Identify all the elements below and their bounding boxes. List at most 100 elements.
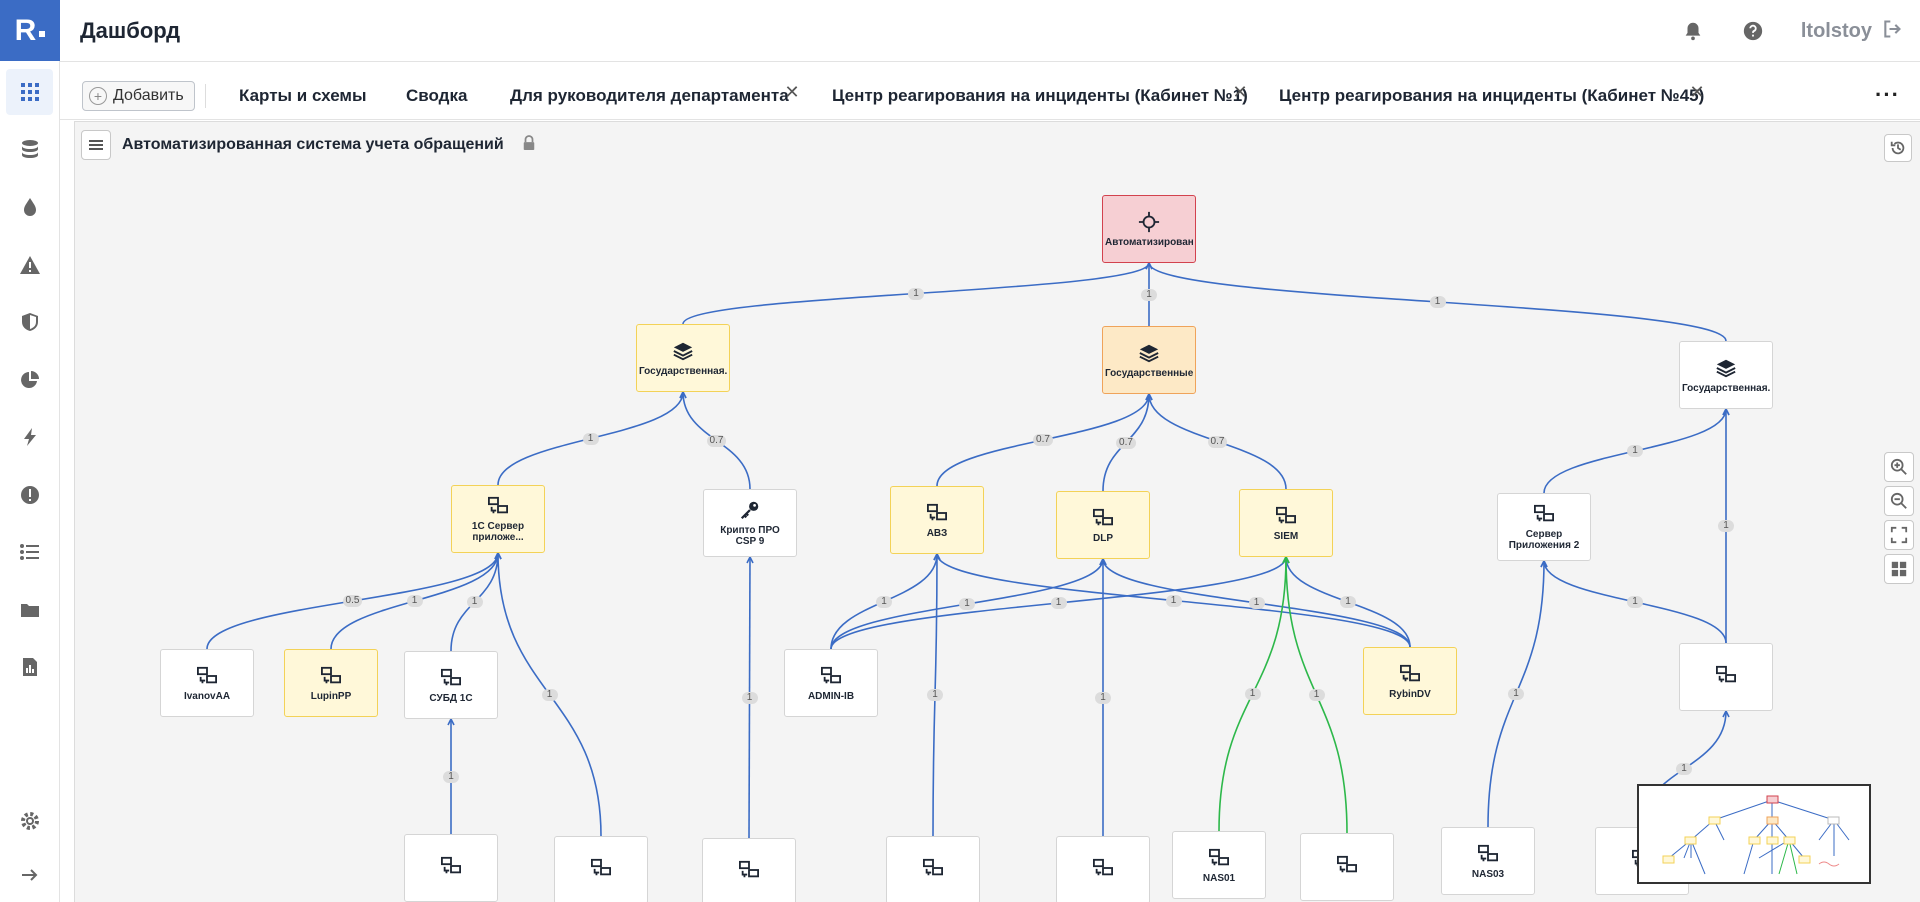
map-node-g3mid[interactable] [1679, 643, 1773, 711]
map-node-b1[interactable] [404, 834, 498, 902]
map-node-app2[interactable]: Сервер Приложения 2 [1497, 493, 1591, 561]
edge-arrow [447, 717, 455, 726]
edge-weight-label: 1 [1248, 597, 1265, 609]
tab-incident-center-1[interactable]: Центр реагирования на инциденты (Кабинет… [832, 86, 1248, 105]
map-node-g3[interactable]: Государственная... [1679, 341, 1773, 409]
layout-button[interactable] [1884, 554, 1914, 584]
map-node-b6[interactable]: NAS01 [1172, 831, 1266, 899]
app-logo[interactable]: R [0, 0, 60, 61]
node-label: Государственные... [1105, 367, 1193, 379]
more-icon[interactable]: ··· [1875, 82, 1900, 107]
tab-department-head[interactable]: Для руководителя департамента [510, 86, 789, 105]
node-label: СУБД 1С [429, 692, 473, 704]
edge-weight-label: 1 [1627, 445, 1643, 457]
node-label: NAS01 [1202, 872, 1236, 884]
list-icon[interactable] [6, 529, 53, 575]
edge-arrow [1099, 557, 1107, 566]
shield-icon[interactable] [6, 299, 53, 345]
map-canvas[interactable]: Автоматизирован... Государственная... Госу… [74, 121, 1920, 902]
map-node-siem[interactable]: SIEM [1239, 489, 1333, 557]
map-node-crypto[interactable]: Крипто ПРО CSP 9 [703, 489, 797, 557]
bell-icon[interactable] [1681, 19, 1705, 43]
tab-incident-center-45[interactable]: Центр реагирования на инциденты (Кабинет… [1279, 86, 1705, 105]
zoom-out-button[interactable] [1884, 486, 1914, 516]
logout-icon[interactable] [1882, 19, 1902, 44]
network-icon [440, 667, 462, 689]
drop-icon[interactable] [6, 184, 53, 230]
map-node-b2[interactable] [554, 836, 648, 902]
edge-arrow [1282, 555, 1290, 564]
report-icon[interactable] [6, 644, 53, 690]
minimap[interactable] [1637, 784, 1871, 884]
node-label: АВЗ [926, 527, 948, 539]
network-icon [1208, 847, 1230, 869]
user-name[interactable]: ltolstoy [1800, 19, 1872, 42]
map-node-ivanov[interactable]: IvanovAA [160, 649, 254, 717]
map-node-b7[interactable] [1300, 833, 1394, 901]
tab-maps[interactable]: Карты и схемы [239, 86, 367, 105]
zoom-in-button[interactable] [1884, 452, 1914, 482]
edge-weight-label: 1 [1676, 763, 1692, 775]
map-node-g1[interactable]: Государственная... [636, 324, 730, 392]
map-node-b4[interactable] [886, 836, 980, 902]
map-node-nas03[interactable]: NAS03 [1441, 827, 1535, 895]
map-node-b5[interactable] [1056, 836, 1150, 902]
map-node-dlp[interactable]: DLP [1056, 491, 1150, 559]
target-icon [1138, 211, 1160, 233]
edge-arrow [1722, 407, 1730, 416]
sidebar: R [0, 0, 60, 902]
fit-screen-button[interactable] [1884, 520, 1914, 550]
key-icon [739, 499, 761, 521]
node-label: Крипто ПРО CSP 9 [720, 525, 780, 547]
edge-arrow [1145, 261, 1153, 270]
network-icon [926, 502, 948, 524]
close-icon[interactable]: ✕ [1232, 82, 1248, 102]
expand-sidebar-icon[interactable] [6, 852, 53, 898]
page-title: Дашборд [80, 18, 181, 43]
map-node-lupin[interactable]: LupinPP [284, 649, 378, 717]
map-node-admin[interactable]: ADMIN-IB [784, 649, 878, 717]
tab-summary[interactable]: Сводка [406, 86, 468, 105]
map-menu-button[interactable] [81, 130, 111, 160]
edge-weight-label: 0.7 [1207, 435, 1228, 448]
grid-icon[interactable] [6, 69, 53, 115]
edge-weight-label: 1 [1308, 689, 1325, 701]
network-icon [590, 857, 612, 879]
map-node-dbms[interactable]: СУБД 1С [404, 651, 498, 719]
warning-icon[interactable] [6, 242, 53, 288]
map-node-root[interactable]: Автоматизирован... [1102, 195, 1196, 263]
map-node-s1c[interactable]: 1С Сервер приложе... [451, 485, 545, 553]
edge-weight-label: 0.7 [706, 434, 727, 447]
node-label: DLP [1093, 532, 1113, 544]
pie-chart-icon[interactable] [6, 357, 53, 403]
map-node-g2[interactable]: Государственные... [1102, 326, 1196, 394]
add-button[interactable]: + Добавить [82, 81, 195, 111]
network-icon [1477, 843, 1499, 865]
close-icon[interactable]: ✕ [784, 82, 800, 102]
settings-icon[interactable] [6, 798, 53, 844]
lock-icon[interactable] [522, 134, 536, 156]
node-label: NAS03 [1471, 868, 1505, 880]
edge-arrow [1722, 709, 1730, 718]
map-node-b3[interactable] [702, 838, 796, 902]
help-icon[interactable] [1741, 19, 1765, 43]
history-button[interactable] [1884, 134, 1912, 162]
map-title: Автоматизированная система учета обращен… [122, 136, 504, 153]
database-icon[interactable] [6, 127, 53, 173]
folder-icon[interactable] [6, 587, 53, 633]
node-label: IvanovAA [183, 690, 231, 702]
map-node-rybin[interactable]: RybinDV [1363, 647, 1457, 715]
lightning-icon[interactable] [6, 414, 53, 460]
close-icon[interactable]: ✕ [1689, 82, 1705, 102]
alert-circle-icon[interactable] [6, 472, 53, 518]
node-label: ADMIN-IB [807, 690, 855, 702]
map-node-avz[interactable]: АВЗ [890, 486, 984, 554]
network-icon [1336, 854, 1358, 876]
node-label: SIEM [1273, 530, 1299, 542]
network-icon [820, 665, 842, 687]
node-label: Сервер Приложения 2 [1508, 529, 1580, 551]
edge-arrow [746, 555, 754, 564]
node-label: LupinPP [310, 690, 352, 702]
edge-weight-label: 1 [406, 595, 423, 607]
network-icon [196, 665, 218, 687]
